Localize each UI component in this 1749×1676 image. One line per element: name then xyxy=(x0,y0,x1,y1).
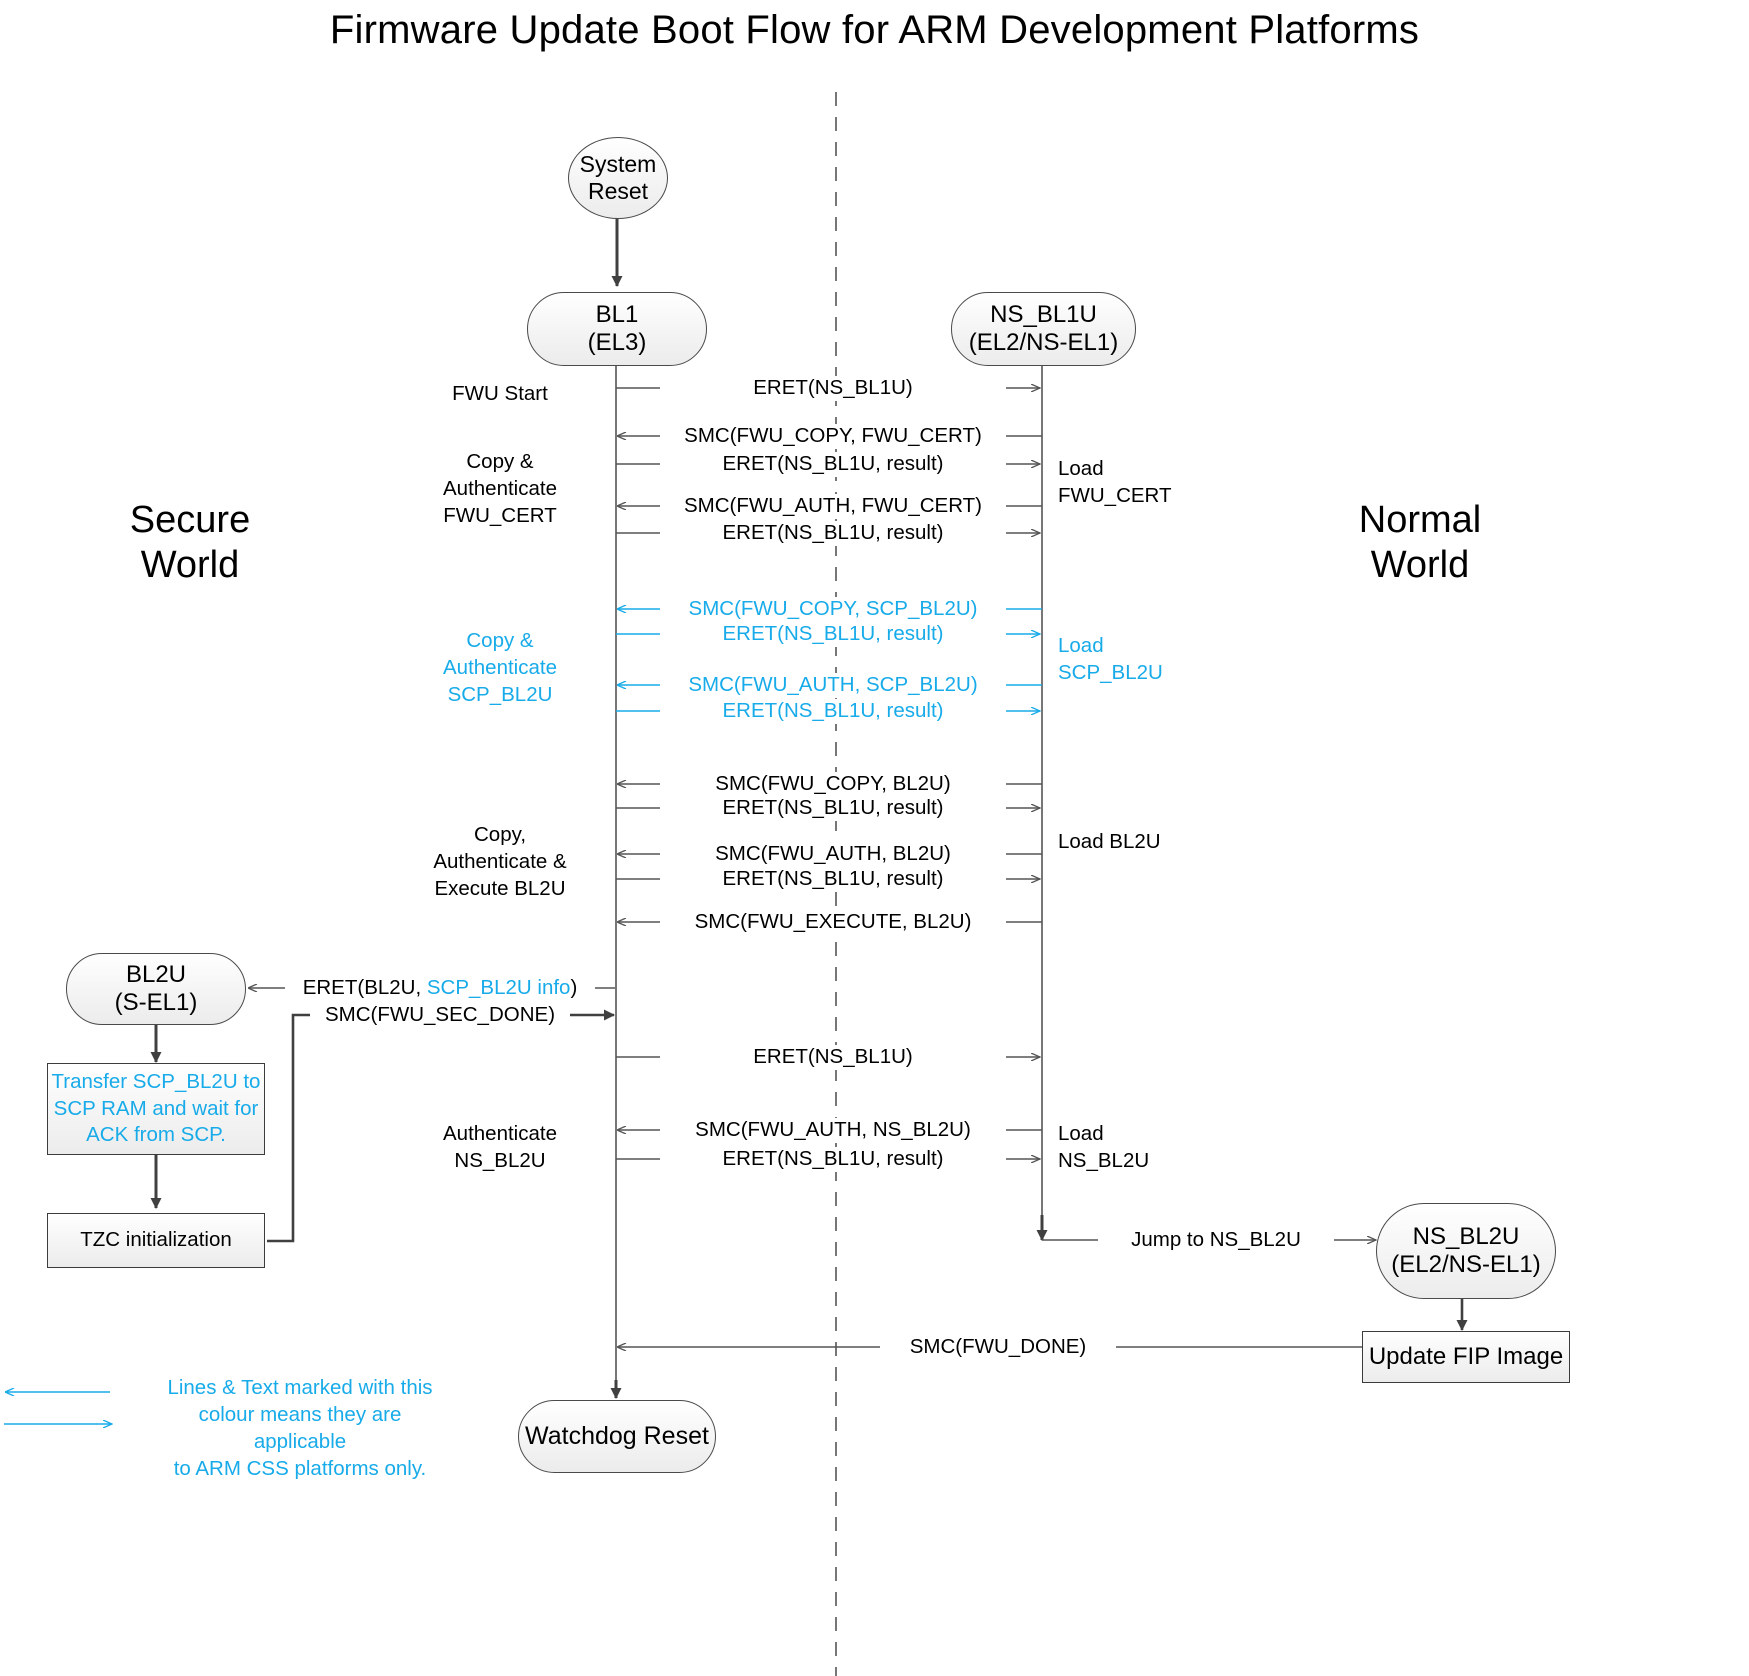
message-label-m10: SMC(FWU_COPY, BL2U) xyxy=(660,772,1006,797)
message-label-m18: SMC(FWU_AUTH, NS_BL2U) xyxy=(660,1118,1006,1143)
node-bl2u-line2: (S-EL1) xyxy=(114,989,198,1016)
message-label-m9: ERET(NS_BL1U, result) xyxy=(660,699,1006,724)
message-label-m11: ERET(NS_BL1U, result) xyxy=(660,796,1006,821)
message-label-m12: SMC(FWU_AUTH, BL2U) xyxy=(660,842,1006,867)
authenticate-ns-bl2u-line1: Authenticate xyxy=(443,1122,557,1145)
normal-world-line2: World xyxy=(1370,543,1470,586)
legend-line3: to ARM CSS platforms only. xyxy=(173,1457,427,1481)
load-scp-bl2u-line2: SCP_BL2U xyxy=(1058,661,1163,685)
secure-world-line2: World xyxy=(140,543,240,586)
node-ns-bl2u-line1: NS_BL2U xyxy=(1412,1222,1520,1250)
node-system-reset[interactable]: System Reset xyxy=(568,137,668,219)
left-label-fwu-start-text: FWU Start xyxy=(452,382,548,405)
node-system-reset-line1: System xyxy=(579,150,657,177)
message-label-m13: ERET(NS_BL1U, result) xyxy=(660,867,1006,892)
tzc-init-label: TZC initialization xyxy=(80,1228,232,1252)
message-label-m8: SMC(FWU_AUTH, SCP_BL2U) xyxy=(660,673,1006,698)
m15-part-c: ) xyxy=(570,976,578,999)
m15-part-b: SCP_BL2U info xyxy=(426,976,571,999)
load-scp-bl2u-line1: Load xyxy=(1058,634,1104,657)
node-tzc-initialization[interactable]: TZC initialization xyxy=(47,1213,265,1268)
load-fwu-cert-line2: FWU_CERT xyxy=(1058,484,1172,508)
right-label-load-scp-bl2u: Load SCP_BL2U xyxy=(1058,632,1258,686)
copy-auth-exec-bl2u-line3: Execute BL2U xyxy=(434,877,566,901)
copy-auth-scp-bl2u-line3: SCP_BL2U xyxy=(447,683,553,707)
node-bl2u[interactable]: BL2U (S-EL1) xyxy=(66,953,246,1025)
message-label-m1: ERET(NS_BL1U) xyxy=(660,376,1006,401)
update-fip-label: Update FIP Image xyxy=(1368,1342,1564,1370)
copy-auth-exec-bl2u-line1: Copy, xyxy=(473,823,527,846)
transfer-scp-line1: Transfer SCP_BL2U to xyxy=(51,1070,261,1094)
watchdog-reset-label: Watchdog Reset xyxy=(525,1421,709,1450)
message-label-m7: ERET(NS_BL1U, result) xyxy=(660,622,1006,647)
load-ns-bl2u-line1: Load xyxy=(1058,1122,1104,1145)
node-bl1-line1: BL1 xyxy=(595,300,639,328)
left-label-copy-auth-fwu-cert: Copy & Authenticate FWU_CERT xyxy=(400,448,600,529)
left-label-authenticate-ns-bl2u: Authenticate NS_BL2U xyxy=(400,1120,600,1174)
message-label-m2: SMC(FWU_COPY, FWU_CERT) xyxy=(660,424,1006,449)
right-label-load-bl2u: Load BL2U xyxy=(1058,828,1258,855)
load-bl2u-line1: Load BL2U xyxy=(1058,830,1161,853)
normal-world-label: Normal World xyxy=(1290,498,1550,588)
node-system-reset-line2: Reset xyxy=(587,178,649,204)
legend-line2: colour means they are applicable xyxy=(198,1403,402,1454)
left-label-copy-auth-exec-bl2u: Copy, Authenticate & Execute BL2U xyxy=(400,821,600,902)
node-update-fip-image[interactable]: Update FIP Image xyxy=(1362,1331,1570,1383)
left-label-fwu-start: FWU Start xyxy=(400,380,600,407)
node-ns-bl1u-line1: NS_BL1U xyxy=(990,300,1097,328)
message-label-m3: ERET(NS_BL1U, result) xyxy=(660,452,1006,477)
right-label-load-ns-bl2u: Load NS_BL2U xyxy=(1058,1120,1258,1174)
copy-auth-exec-bl2u-line2: Authenticate & xyxy=(433,850,567,874)
copy-auth-scp-bl2u-line2: Authenticate xyxy=(443,656,557,680)
copy-auth-fwu-cert-line1: Copy & xyxy=(466,450,534,473)
node-bl2u-line1: BL2U xyxy=(125,960,187,988)
message-label-m6: SMC(FWU_COPY, SCP_BL2U) xyxy=(660,597,1006,622)
node-bl1-line2: (EL3) xyxy=(587,329,647,356)
node-watchdog-reset[interactable]: Watchdog Reset xyxy=(518,1400,716,1473)
message-label-m14: SMC(FWU_EXECUTE, BL2U) xyxy=(660,910,1006,935)
copy-auth-fwu-cert-line3: FWU_CERT xyxy=(443,504,557,528)
node-bl1[interactable]: BL1 (EL3) xyxy=(527,292,707,366)
authenticate-ns-bl2u-line2: NS_BL2U xyxy=(454,1149,546,1173)
legend-note: Lines & Text marked with this colour mea… xyxy=(150,1374,450,1482)
node-transfer-scp-bl2u[interactable]: Transfer SCP_BL2U to SCP RAM and wait fo… xyxy=(47,1063,265,1155)
left-label-copy-auth-scp-bl2u: Copy & Authenticate SCP_BL2U xyxy=(400,627,600,708)
right-label-load-fwu-cert: Load FWU_CERT xyxy=(1058,455,1258,509)
node-ns-bl2u[interactable]: NS_BL2U (EL2/NS-EL1) xyxy=(1376,1203,1556,1299)
message-label-m16: SMC(FWU_SEC_DONE) xyxy=(310,1003,570,1028)
message-label-m17: ERET(NS_BL1U) xyxy=(660,1045,1006,1070)
m15-part-a: ERET(BL2U, xyxy=(302,976,427,999)
legend-line1: Lines & Text marked with this xyxy=(167,1376,433,1399)
node-ns-bl2u-line2: (EL2/NS-EL1) xyxy=(1391,1251,1541,1278)
copy-auth-scp-bl2u-line1: Copy & xyxy=(466,629,534,652)
node-ns-bl1u[interactable]: NS_BL1U (EL2/NS-EL1) xyxy=(951,292,1136,366)
message-label-m15: ERET(BL2U, SCP_BL2U info) xyxy=(285,976,595,1001)
message-label-m21: SMC(FWU_DONE) xyxy=(880,1335,1116,1360)
secure-world-label: Secure World xyxy=(60,498,320,588)
node-ns-bl1u-line2: (EL2/NS-EL1) xyxy=(968,329,1119,356)
load-fwu-cert-line1: Load xyxy=(1058,457,1104,480)
message-label-m5: ERET(NS_BL1U, result) xyxy=(660,521,1006,546)
message-label-m19: ERET(NS_BL1U, result) xyxy=(660,1147,1006,1172)
page-title: Firmware Update Boot Flow for ARM Develo… xyxy=(329,8,1420,52)
transfer-scp-line2: SCP RAM and wait for xyxy=(53,1096,259,1120)
load-ns-bl2u-line2: NS_BL2U xyxy=(1058,1149,1150,1173)
secure-world-line1: Secure xyxy=(129,499,251,541)
message-label-m4: SMC(FWU_AUTH, FWU_CERT) xyxy=(660,494,1006,519)
message-label-m20: Jump to NS_BL2U xyxy=(1098,1228,1334,1253)
transfer-scp-line3: ACK from SCP. xyxy=(86,1123,226,1147)
copy-auth-fwu-cert-line2: Authenticate xyxy=(443,477,557,501)
normal-world-line1: Normal xyxy=(1358,499,1482,541)
